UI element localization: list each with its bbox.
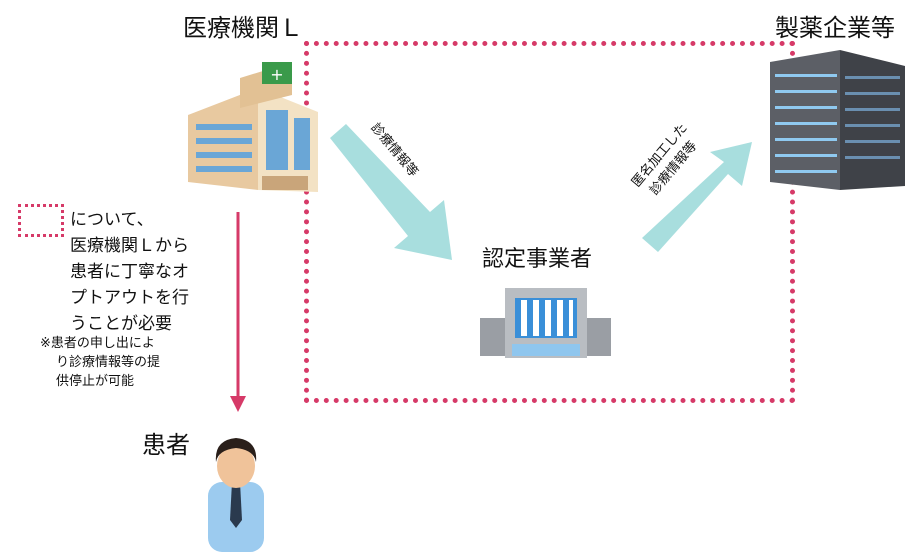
legend-text: について、 医療機関Ｌから 患者に丁寧なオ プトアウトを行 うことが必要	[70, 207, 189, 337]
optout-note: ※患者の申し出によ り診療情報等の提 供停止が可能	[40, 334, 160, 391]
pharma-label: 製薬企業等	[775, 14, 895, 42]
optout-arrow	[230, 212, 246, 412]
note-line: ※患者の申し出によ	[40, 336, 155, 351]
note-line: り診療情報等の提	[56, 355, 161, 370]
note-line: 供停止が可能	[56, 374, 135, 389]
legend-dotted-box	[18, 204, 64, 237]
office-tower-icon	[770, 50, 905, 190]
hospital-building-icon: +	[188, 62, 318, 192]
person-icon	[208, 438, 264, 552]
legend-line: 患者に丁寧なオ	[70, 262, 189, 282]
svg-text:+: +	[270, 65, 283, 84]
certified-agent-label: 認定事業者	[482, 247, 593, 272]
data-center-building-icon	[480, 288, 611, 358]
legend-line: うことが必要	[70, 314, 172, 334]
flow-arrow-agent-to-pharma	[642, 142, 752, 252]
legend-line: 医療機関Ｌから	[70, 236, 189, 256]
legend-line: プトアウトを行	[70, 288, 189, 308]
legend-line: について、	[70, 210, 154, 230]
patient-label: 患者	[142, 431, 190, 459]
hospital-label: 医療機関Ｌ	[183, 14, 303, 42]
flow-arrow-hospital-to-agent	[330, 124, 452, 260]
certified-scope-box	[304, 41, 795, 403]
